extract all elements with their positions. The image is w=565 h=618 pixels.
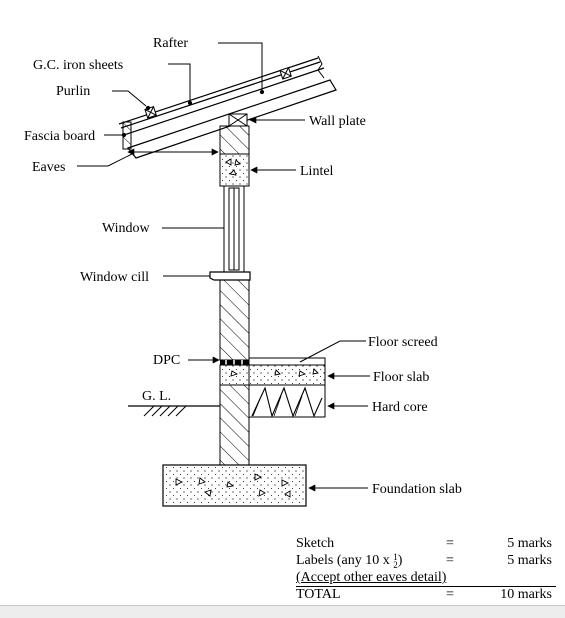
label-fascia-board: Fascia board xyxy=(24,129,95,144)
marks-total-value: 10 marks xyxy=(500,587,552,602)
fraction-denominator: 2 xyxy=(393,559,398,570)
marks-total-eq: = xyxy=(446,587,454,602)
marks-row-note: (Accept other eaves detail) xyxy=(296,569,556,586)
label-purlin: Purlin xyxy=(56,84,90,99)
hard-core-layer xyxy=(248,384,326,418)
label-floor-slab: Floor slab xyxy=(373,370,429,385)
label-eaves: Eaves xyxy=(32,160,65,175)
marks-sketch-label: Sketch xyxy=(296,536,335,551)
marks-labels-text-end: ) xyxy=(397,553,403,568)
roof-assembly xyxy=(118,55,337,159)
label-gc-iron-sheets: G.C. iron sheets xyxy=(33,58,123,73)
label-rafter: Rafter xyxy=(153,36,188,51)
label-wall-plate: Wall plate xyxy=(309,114,366,129)
label-texts: Rafter G.C. iron sheets Purlin Fascia bo… xyxy=(24,36,462,497)
label-window-cill: Window cill xyxy=(80,270,149,285)
marks-sketch-eq: = xyxy=(446,536,454,551)
label-foundation-slab: Foundation slab xyxy=(372,482,462,497)
marks-total-label: TOTAL xyxy=(296,587,341,602)
marks-labels-eq: = xyxy=(446,553,454,568)
label-lintel: Lintel xyxy=(300,164,334,179)
label-floor-screed: Floor screed xyxy=(368,335,438,350)
label-gl: G. L. xyxy=(142,389,171,404)
label-window: Window xyxy=(102,221,151,236)
marks-row-total: TOTAL = 10 marks xyxy=(296,586,556,603)
marks-labels-value: 5 marks xyxy=(507,553,552,568)
lower-wall xyxy=(219,279,250,361)
leader-lines xyxy=(77,42,370,492)
foundation-wall xyxy=(219,384,250,466)
label-dpc: DPC xyxy=(153,353,180,368)
ground-and-foundation xyxy=(128,405,307,507)
floor-screed-layer xyxy=(248,357,326,366)
wall-section-diagram: Rafter G.C. iron sheets Purlin Fascia bo… xyxy=(24,36,462,507)
fraction-numerator: 1 xyxy=(393,551,398,562)
foundation-slab-rect xyxy=(162,464,307,507)
marks-note: (Accept other eaves detail) xyxy=(296,570,447,585)
marks-labels-text: Labels (any 10 x xyxy=(296,553,394,568)
lintel-rect xyxy=(219,153,250,187)
upper-wall xyxy=(219,125,250,155)
window-cill-shape xyxy=(209,271,251,281)
marks-row-sketch: Sketch = 5 marks xyxy=(296,535,556,552)
marks-sketch-value: 5 marks xyxy=(507,536,552,551)
floor-assembly xyxy=(230,357,326,418)
floor-slab-layer xyxy=(248,364,326,386)
wall-assembly xyxy=(209,125,251,466)
bottom-scrollbar-strip xyxy=(0,605,565,618)
marks-total-rule xyxy=(296,586,556,587)
label-hard-core: Hard core xyxy=(372,400,428,415)
